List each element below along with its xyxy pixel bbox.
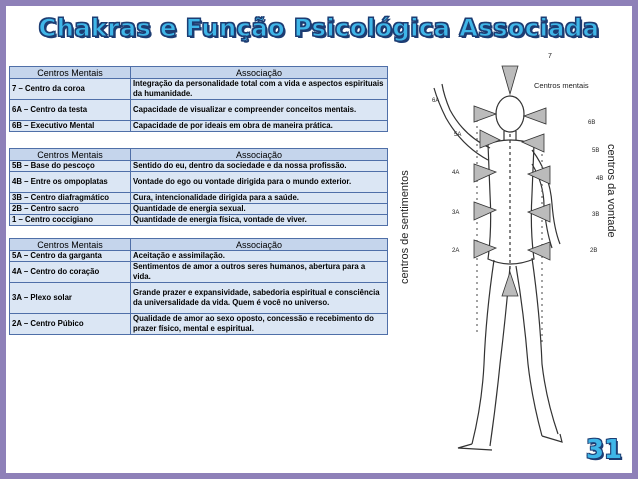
center-name: 2B – Centro sacro <box>9 203 131 215</box>
label-6b: 6B <box>588 120 595 126</box>
header-centros: Centros Mentais <box>9 238 131 251</box>
center-name: 3B – Centro diafragmático <box>9 192 131 204</box>
label-centros-vontade: centros da vontade <box>605 144 617 238</box>
center-association: Grande prazer e expansividade, sabedoria… <box>130 282 388 314</box>
header-centros: Centros Mentais <box>9 66 131 79</box>
center-association: Sentimentos de amor a outros seres human… <box>130 261 388 283</box>
chakra-body-illustration: 7 Centros mentais 6A 6B 5A 5B 4A 4B 3A 3… <box>399 53 617 451</box>
table-row: 6A – Centro da testa Capacidade de visua… <box>9 99 388 121</box>
chakra-cone-3a <box>473 201 498 221</box>
label-centros-sentimentos: centros de sentimentos <box>399 170 411 284</box>
table-row: 2B – Centro sacro Quantidade de energia … <box>9 203 388 215</box>
table-row: 4A – Centro do coração Sentimentos de am… <box>9 261 388 283</box>
center-name: 6A – Centro da testa <box>9 99 131 121</box>
center-association: Sentido do eu, dentro da sociedade e da … <box>130 160 388 172</box>
chakra-cone-4a <box>473 163 498 183</box>
chakra-cone-6b <box>522 107 547 125</box>
center-name: 7 – Centro da coroa <box>9 78 131 100</box>
center-name: 5B – Base do pescoço <box>9 160 131 172</box>
chakra-cone-6a <box>473 105 498 123</box>
chakra-cone-3b <box>526 203 551 223</box>
header-centros: Centros Mentais <box>9 148 131 161</box>
label-5a: 5A <box>454 132 461 138</box>
center-association: Cura, intencionalidade dirigida para a s… <box>130 192 388 204</box>
slide-title: Chakras e Função Psicológica Associada <box>38 14 600 43</box>
table-row: 7 – Centro da coroa Integração da person… <box>9 78 388 100</box>
table-will-centers: Centros Mentais Associação 5B – Base do … <box>9 148 388 226</box>
table-row: 5A – Centro da garganta Aceitação e assi… <box>9 250 388 262</box>
center-association: Aceitação e assimilação. <box>130 250 388 262</box>
header-associacao: Associação <box>130 148 388 161</box>
label-2b: 2B <box>590 248 597 254</box>
chakra-cone-2a <box>473 239 498 259</box>
table-row: 1 – Centro coccigiano Quantidade de ener… <box>9 214 388 226</box>
center-association: Capacidade de por ideais em obra de mane… <box>130 120 388 132</box>
label-3a: 3A <box>452 210 459 216</box>
center-name: 6B – Executivo Mental <box>9 120 131 132</box>
head-outline <box>495 95 525 133</box>
center-association: Qualidade de amor ao sexo oposto, conces… <box>130 313 388 335</box>
header-associacao: Associação <box>130 238 388 251</box>
chakra-cone-5a <box>479 129 501 149</box>
label-centros-mentais: Centros mentais <box>534 81 589 90</box>
label-2a: 2A <box>452 248 459 254</box>
chakra-cone-4b <box>526 165 551 185</box>
chakra-cone-2b <box>526 241 551 261</box>
table-header-row: Centros Mentais Associação <box>9 238 388 251</box>
center-association: Quantidade de energia física, vontade de… <box>130 214 388 226</box>
table-row: 3B – Centro diafragmático Cura, intencio… <box>9 192 388 204</box>
label-6a: 6A <box>432 98 439 104</box>
center-name: 4B – Entre os ompoplatas <box>9 171 131 193</box>
table-row: 3A – Plexo solar Grande prazer e expansi… <box>9 282 388 314</box>
page-number-badge: 31 <box>585 435 622 465</box>
slide-page: Chakras e Função Psicológica Associada C… <box>6 6 632 473</box>
label-5b: 5B <box>592 148 599 154</box>
table-row: 5B – Base do pescoço Sentido do eu, dent… <box>9 160 388 172</box>
label-3b: 3B <box>592 212 599 218</box>
aura-lines <box>476 114 543 344</box>
chakra-cone-7 <box>501 65 519 96</box>
neck-outline <box>503 131 517 140</box>
center-name: 1 – Centro coccigiano <box>9 214 131 226</box>
back-leg-outline <box>515 257 559 437</box>
table-header-row: Centros Mentais Associação <box>9 66 388 79</box>
center-association: Vontade do ego ou vontade dirigida para … <box>130 171 388 193</box>
center-name: 4A – Centro do coração <box>9 261 131 283</box>
feet-outline <box>457 433 563 451</box>
table-mental-centers: Centros Mentais Associação 7 – Centro da… <box>9 66 388 132</box>
table-feeling-centers: Centros Mentais Associação 5A – Centro d… <box>9 238 388 335</box>
raised-arm-outline <box>433 83 491 161</box>
center-name: 2A – Centro Púbico <box>9 313 131 335</box>
chakra-cone-5b <box>520 133 545 153</box>
table-row: 2A – Centro Púbico Qualidade de amor ao … <box>9 313 388 335</box>
label-7: 7 <box>548 53 552 60</box>
header-associacao: Associação <box>130 66 388 79</box>
table-row: 6B – Executivo Mental Capacidade de por … <box>9 120 388 132</box>
torso-outline <box>487 139 535 265</box>
human-figure <box>433 83 563 451</box>
chakra-cone-1 <box>501 270 519 297</box>
chakra-cones <box>473 65 551 297</box>
center-name: 3A – Plexo solar <box>9 282 131 314</box>
lowered-arm-outline <box>531 149 561 249</box>
center-association: Integração da personalidade total com a … <box>130 78 388 100</box>
center-association: Quantidade de energia sexual. <box>130 203 388 215</box>
table-header-row: Centros Mentais Associação <box>9 148 388 161</box>
center-name: 5A – Centro da garganta <box>9 250 131 262</box>
center-association: Capacidade de visualizar e compreender c… <box>130 99 388 121</box>
label-4a: 4A <box>452 170 459 176</box>
label-4b: 4B <box>596 176 603 182</box>
table-row: 4B – Entre os ompoplatas Vontade do ego … <box>9 171 388 193</box>
